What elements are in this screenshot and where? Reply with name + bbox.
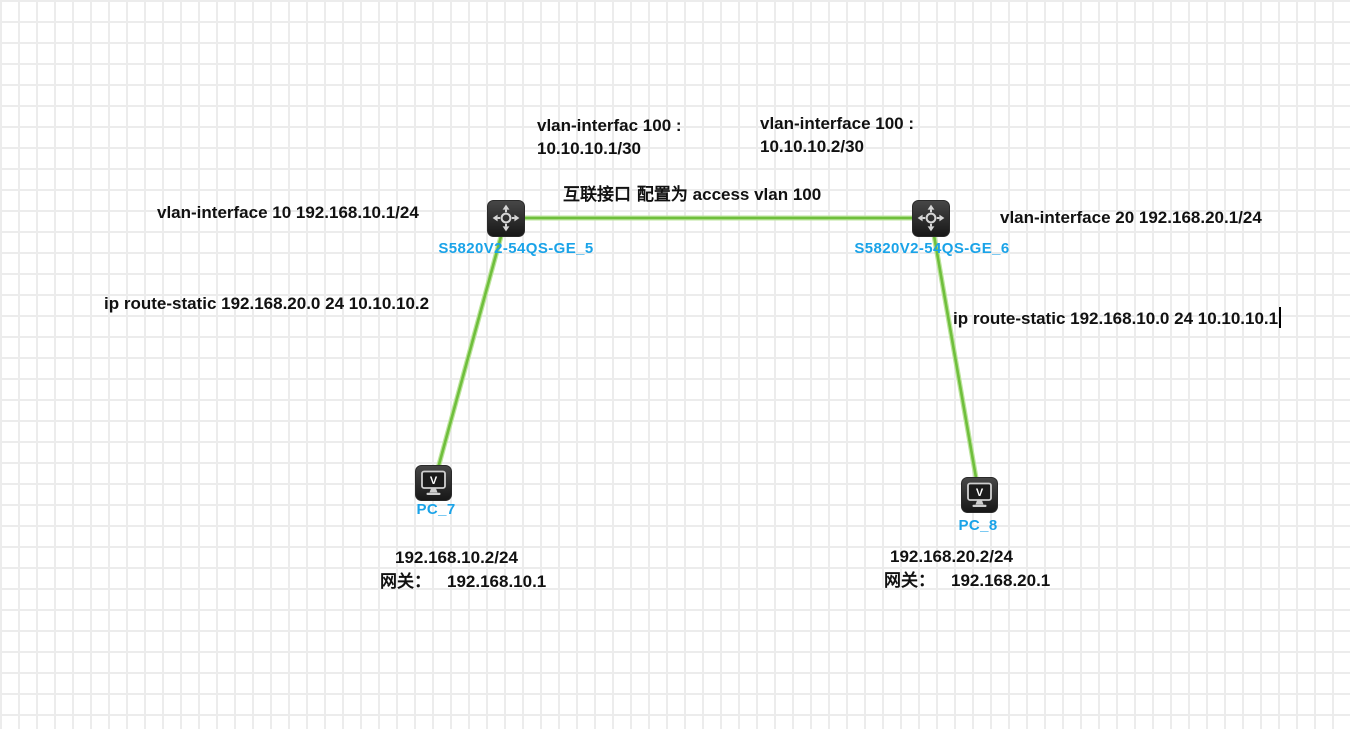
annotation-link-note[interactable]: 互联接口 配置为 access vlan 100: [563, 183, 821, 207]
pc-monitor-icon: V: [961, 477, 998, 513]
switch-node-icon[interactable]: [912, 200, 950, 237]
annotation-line: 10.10.10.2/30: [760, 137, 864, 156]
switch-move-icon: [487, 200, 525, 237]
annotation-sw5-route[interactable]: ip route-static 192.168.20.0 24 10.10.10…: [104, 294, 430, 313]
annotation-sw6-route-text: ip route-static 192.168.10.0 24 10.10.10…: [953, 309, 1279, 328]
switch6-label: S5820V2-54QS-GE_6: [854, 240, 1010, 257]
pc-node-icon[interactable]: V: [961, 477, 998, 513]
annotation-sw5-vlan100[interactable]: vlan-interfac 100 : 10.10.10.1/30: [537, 114, 682, 160]
pc7-label: PC_7: [416, 501, 456, 518]
pc-node-icon[interactable]: V: [415, 465, 452, 501]
pc8-gateway-label: 网关：: [884, 571, 935, 591]
pc7-gateway-value: 192.168.10.1: [447, 572, 547, 591]
annotation-pc8-info[interactable]: 192.168.20.2/24 网关： 192.168.20.1: [884, 545, 1050, 593]
annotation-link-note-cn: 互联接口 配置为: [563, 185, 688, 205]
svg-text:V: V: [430, 475, 438, 487]
annotation-sw6-vlan100[interactable]: vlan-interface 100 : 10.10.10.2/30: [760, 112, 914, 158]
pc7-ip: 192.168.10.2/24: [395, 548, 518, 567]
annotation-sw6-vlan20[interactable]: vlan-interface 20 192.168.20.1/24: [1000, 208, 1262, 227]
pc8-gateway-value: 192.168.20.1: [951, 571, 1051, 590]
pc-monitor-icon: V: [415, 465, 452, 501]
annotation-line: vlan-interfac 100 :: [537, 116, 682, 135]
annotation-link-note-en: access vlan 100: [692, 185, 822, 204]
link-sw6-pc8[interactable]: [929, 217, 981, 496]
link-sw5-pc7[interactable]: [432, 217, 508, 484]
switch-node-icon[interactable]: [487, 200, 525, 237]
switch-move-icon: [912, 200, 950, 237]
switch5-label: S5820V2-54QS-GE_5: [438, 240, 594, 257]
pc8-label: PC_8: [958, 517, 998, 534]
annotation-sw6-route[interactable]: ip route-static 192.168.10.0 24 10.10.10…: [953, 307, 1282, 330]
annotation-sw5-vlan10[interactable]: vlan-interface 10 192.168.10.1/24: [157, 203, 419, 222]
svg-text:V: V: [976, 487, 984, 499]
annotation-line: vlan-interface 100 :: [760, 114, 915, 133]
text-edit-caret: [1279, 307, 1282, 328]
annotation-pc7-info[interactable]: 192.168.10.2/24 网关： 192.168.10.1: [380, 546, 546, 594]
annotation-line: 10.10.10.1/30: [537, 139, 641, 158]
pc7-gateway-label: 网关：: [380, 572, 431, 592]
pc8-ip: 192.168.20.2/24: [890, 547, 1013, 566]
